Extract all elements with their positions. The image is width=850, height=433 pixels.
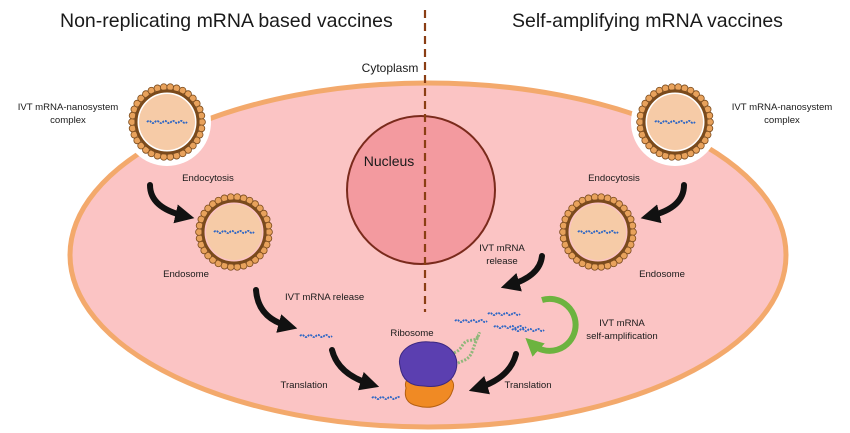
self-amplification-label-2: self-amplification bbox=[586, 331, 657, 342]
arrow-right-release bbox=[500, 253, 545, 292]
right-nanosystem-complex bbox=[631, 78, 719, 166]
left-endosome-label: Endosome bbox=[163, 269, 209, 280]
arrow-left-endocytosis bbox=[147, 182, 195, 224]
lipid-head bbox=[195, 228, 203, 236]
lipid-head bbox=[137, 141, 145, 150]
translated-mrna bbox=[371, 396, 401, 400]
lipid-membrane bbox=[201, 199, 267, 265]
lipid-head bbox=[629, 228, 637, 236]
arrow-left-release bbox=[253, 287, 298, 333]
right-complex-label-2: complex bbox=[764, 115, 800, 126]
encapsulated-mrna bbox=[213, 230, 255, 234]
lipid-head bbox=[645, 94, 653, 103]
lipid-head bbox=[204, 204, 212, 213]
right-complex-label-1: IVT mRNA-nanosystem bbox=[732, 102, 833, 113]
lipid-head bbox=[636, 118, 644, 126]
left-complex-label-1: IVT mRNA-nanosystem bbox=[18, 102, 119, 113]
encapsulated-mrna bbox=[577, 230, 619, 234]
left-endosome bbox=[195, 193, 273, 271]
lipid-head bbox=[568, 204, 576, 213]
lipid-head bbox=[645, 141, 653, 150]
lipid-head bbox=[697, 94, 705, 103]
arrow-right-endocytosis bbox=[640, 182, 687, 224]
right-release-label-2: release bbox=[486, 256, 517, 267]
left-nanosystem-complex bbox=[123, 78, 211, 166]
lipid-head bbox=[256, 251, 264, 260]
right-endocytosis-label: Endocytosis bbox=[588, 173, 640, 184]
lipid-head bbox=[189, 141, 197, 150]
released-mrna-right-2 bbox=[487, 312, 521, 316]
right-translation-label: Translation bbox=[504, 380, 551, 391]
ribosome-large-subunit bbox=[398, 341, 458, 387]
lipid-head bbox=[189, 94, 197, 103]
lipid-head bbox=[620, 204, 628, 213]
left-translation-label: Translation bbox=[280, 380, 327, 391]
nucleus-label: Nucleus bbox=[364, 153, 415, 169]
self-amplification-label-1: IVT mRNA bbox=[599, 318, 645, 329]
lipid-membrane bbox=[565, 199, 631, 265]
cytoplasm-label: Cytoplasm bbox=[362, 61, 419, 75]
lipid-head bbox=[128, 118, 136, 126]
arrow-left-translation bbox=[329, 347, 380, 391]
nucleus bbox=[346, 115, 496, 265]
ribosome bbox=[398, 341, 458, 408]
lipid-head bbox=[568, 251, 576, 260]
right-endosome bbox=[559, 193, 637, 271]
protein-chain bbox=[442, 331, 481, 368]
lipid-head bbox=[198, 118, 206, 126]
lipid-head bbox=[697, 141, 705, 150]
right-release-label-1: IVT mRNA bbox=[479, 243, 525, 254]
released-mrna-right-4 bbox=[511, 328, 545, 332]
right-title: Self-amplifying mRNA vaccines bbox=[512, 10, 783, 32]
left-endocytosis-label: Endocytosis bbox=[182, 173, 234, 184]
lipid-membrane bbox=[642, 89, 708, 155]
lipid-head bbox=[137, 94, 145, 103]
lipid-head bbox=[706, 118, 714, 126]
lipid-head bbox=[256, 204, 264, 213]
lipid-head bbox=[265, 228, 273, 236]
released-mrna-right-1 bbox=[454, 319, 488, 323]
encapsulated-mrna bbox=[146, 120, 188, 124]
released-mrna-left bbox=[299, 334, 333, 338]
lipid-head bbox=[559, 228, 567, 236]
self-amplification-arrow bbox=[525, 295, 579, 357]
left-complex-label-2: complex bbox=[50, 115, 86, 126]
encapsulated-mrna bbox=[654, 120, 696, 124]
left-release-label: IVT mRNA release bbox=[285, 292, 364, 303]
lipid-head bbox=[204, 251, 212, 260]
right-endosome-label: Endosome bbox=[639, 269, 685, 280]
lipid-head bbox=[620, 251, 628, 260]
lipid-membrane bbox=[134, 89, 200, 155]
ribosome-label: Ribosome bbox=[390, 328, 433, 339]
released-mrna-right-3 bbox=[493, 325, 527, 329]
arrow-right-translation bbox=[468, 351, 519, 395]
left-title: Non-replicating mRNA based vaccines bbox=[60, 10, 393, 32]
